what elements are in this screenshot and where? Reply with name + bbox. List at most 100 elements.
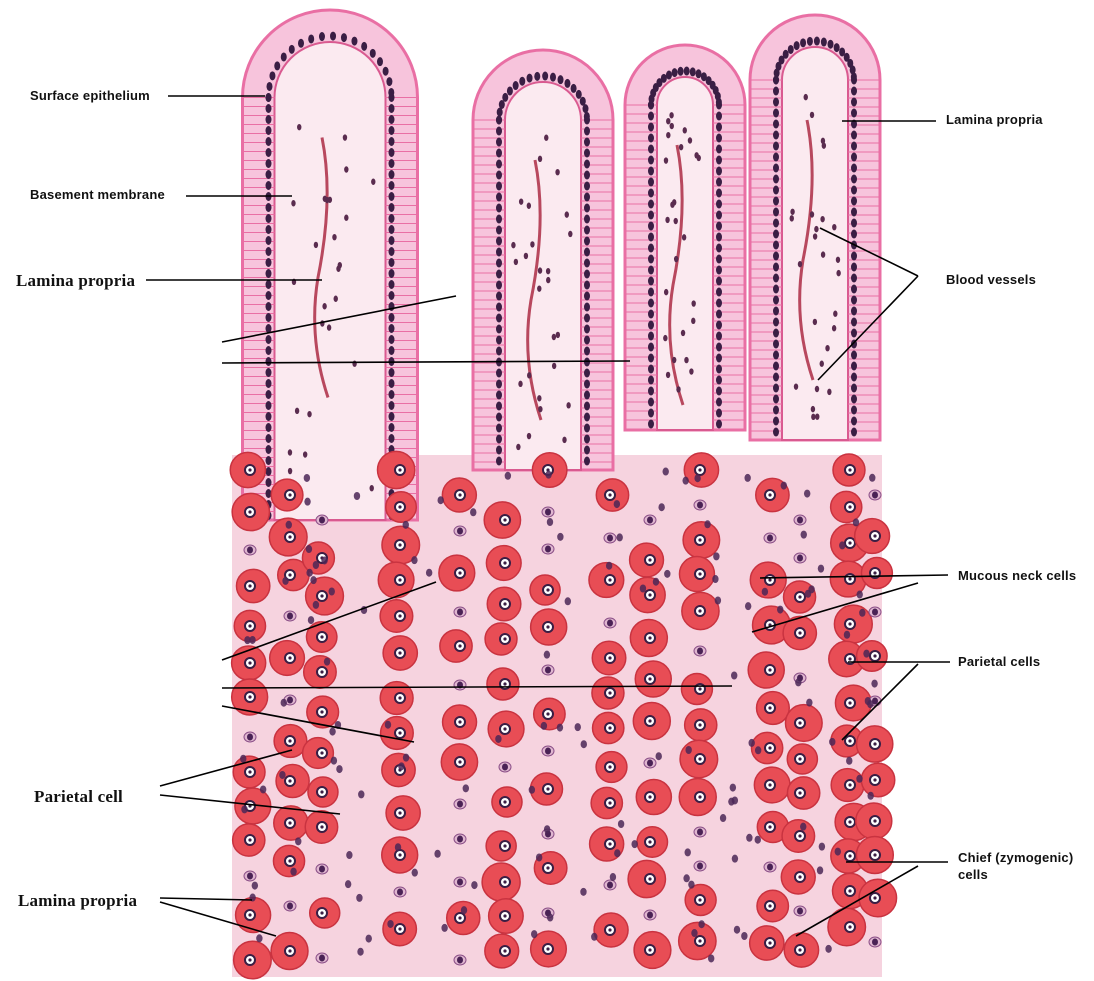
parietal-cell bbox=[531, 609, 567, 645]
parietal-cell bbox=[383, 636, 417, 670]
parietal-cell bbox=[856, 837, 893, 874]
gland-nucleus bbox=[304, 474, 310, 482]
gland-nucleus bbox=[748, 739, 754, 747]
gland-nucleus bbox=[395, 843, 401, 851]
gland-nucleus bbox=[581, 740, 587, 748]
chief-cell bbox=[454, 834, 466, 844]
parietal-cell bbox=[271, 933, 308, 970]
gland-nucleus bbox=[728, 798, 734, 806]
chief-cell bbox=[604, 880, 616, 890]
gland-nucleus bbox=[547, 518, 553, 526]
parietal-cell bbox=[856, 803, 892, 839]
parietal-cell bbox=[484, 502, 520, 538]
label-chief-cells-line2: cells bbox=[958, 867, 988, 882]
parietal-cell bbox=[486, 831, 516, 861]
parietal-cell bbox=[439, 555, 475, 591]
gland-nucleus bbox=[871, 680, 877, 688]
gland-nucleus bbox=[744, 474, 750, 482]
gland-nucleus bbox=[304, 498, 310, 506]
chief-cell bbox=[316, 953, 328, 963]
parietal-cell bbox=[679, 922, 716, 959]
parietal-cell bbox=[489, 899, 524, 934]
gland-nucleus bbox=[685, 848, 691, 856]
parietal-cell bbox=[487, 668, 519, 700]
gland-nucleus bbox=[412, 869, 418, 877]
chief-cell bbox=[316, 515, 328, 525]
parietal-cell bbox=[861, 558, 892, 589]
gland-nucleus bbox=[658, 503, 664, 511]
gland-nucleus bbox=[358, 790, 364, 798]
chief-cell bbox=[316, 864, 328, 874]
gland-nucleus bbox=[869, 474, 875, 482]
mucosal-fold bbox=[750, 15, 880, 440]
gland-nucleus bbox=[664, 570, 670, 578]
parietal-cell bbox=[833, 454, 865, 486]
parietal-cell bbox=[532, 453, 567, 488]
gland-nucleus bbox=[470, 508, 476, 516]
gland-nucleus bbox=[614, 500, 620, 508]
gland-nucleus bbox=[712, 575, 718, 583]
gland-nucleus bbox=[688, 881, 694, 889]
parietal-cell bbox=[530, 575, 560, 605]
parietal-cell bbox=[684, 453, 718, 487]
gland-nucleus bbox=[867, 700, 873, 708]
chief-cell bbox=[869, 937, 881, 947]
parietal-cell bbox=[757, 890, 788, 921]
gland-nucleus bbox=[346, 851, 352, 859]
parietal-cell bbox=[486, 546, 521, 581]
label-parietal-cells: Parietal cells bbox=[958, 654, 1040, 669]
gland-nucleus bbox=[801, 531, 807, 539]
gland-nucleus bbox=[529, 786, 535, 794]
parietal-cell bbox=[861, 763, 894, 796]
gland-nucleus bbox=[663, 468, 669, 476]
parietal-cell bbox=[382, 753, 415, 786]
gland-nucleus bbox=[745, 602, 751, 610]
parietal-cell bbox=[637, 827, 667, 857]
gland-nucleus bbox=[694, 474, 700, 482]
chief-cell bbox=[604, 618, 616, 628]
chief-cell bbox=[764, 533, 776, 543]
parietal-cell bbox=[630, 620, 667, 657]
gland-nucleus bbox=[800, 823, 806, 831]
chief-cell bbox=[869, 607, 881, 617]
gland-nucleus bbox=[565, 597, 571, 605]
parietal-cell bbox=[592, 641, 626, 675]
gland-nucleus bbox=[387, 920, 393, 928]
chief-cell bbox=[394, 887, 406, 897]
gland-nucleus bbox=[461, 906, 467, 914]
gland-nucleus bbox=[249, 636, 255, 644]
parietal-cell bbox=[628, 860, 665, 897]
gland-nucleus bbox=[867, 792, 873, 800]
label-chief-cells-line1: Chief (zymogenic) bbox=[958, 850, 1073, 865]
label-surface-epithelium: Surface epithelium bbox=[30, 88, 150, 103]
chief-cell bbox=[794, 553, 806, 563]
parietal-cell bbox=[679, 557, 714, 592]
parietal-cell bbox=[682, 592, 719, 629]
parietal-cell bbox=[857, 726, 893, 762]
parietal-cell bbox=[591, 787, 622, 818]
parietal-cell bbox=[593, 712, 624, 743]
gland-nucleus bbox=[618, 820, 624, 828]
chief-cell bbox=[454, 680, 466, 690]
gland-nucleus bbox=[616, 533, 622, 541]
gland-nucleus bbox=[631, 840, 637, 848]
gland-nucleus bbox=[656, 752, 662, 760]
label-basement-membrane: Basement membrane bbox=[30, 187, 165, 202]
parietal-cell bbox=[784, 933, 818, 967]
parietal-cell bbox=[488, 711, 524, 747]
gland-nucleus bbox=[313, 561, 319, 569]
gland-nucleus bbox=[426, 569, 432, 577]
gland-nucleus bbox=[806, 699, 812, 707]
parietal-cell bbox=[383, 912, 416, 945]
gland-nucleus bbox=[385, 721, 391, 729]
gland-nucleus bbox=[704, 520, 710, 528]
gland-nucleus bbox=[306, 569, 312, 577]
parietal-cell bbox=[303, 738, 334, 769]
gland-nucleus bbox=[536, 853, 542, 861]
gland-nucleus bbox=[463, 784, 469, 792]
gland-nucleus bbox=[708, 954, 714, 962]
parietal-cell bbox=[782, 820, 815, 853]
gland-nucleus bbox=[495, 735, 501, 743]
gland-nucleus bbox=[575, 723, 581, 731]
gland-nucleus bbox=[653, 578, 659, 586]
